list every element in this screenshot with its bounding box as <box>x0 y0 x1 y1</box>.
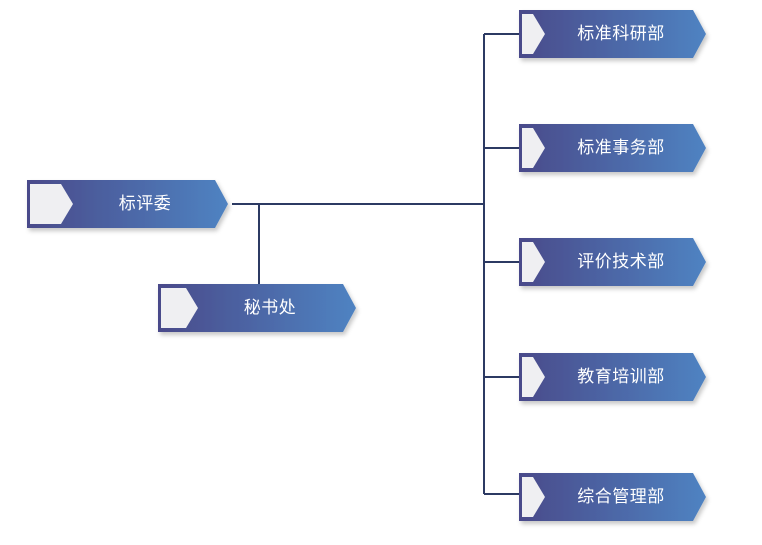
node-shape <box>519 238 706 286</box>
node-label: 教育培训部 <box>577 367 665 387</box>
node-label: 标准科研部 <box>577 24 665 44</box>
node-department-evaluation: 评价技术部 <box>519 238 707 286</box>
node-shape <box>27 180 228 228</box>
node-shape <box>519 10 706 58</box>
node-label: 标准事务部 <box>577 138 665 158</box>
node-label: 标评委 <box>118 194 172 214</box>
node-root-committee: 标评委 <box>27 180 230 228</box>
node-shape <box>519 473 706 521</box>
node-shape <box>519 353 706 401</box>
node-department-training: 教育培训部 <box>519 353 707 401</box>
node-label: 综合管理部 <box>577 487 665 507</box>
node-department-management: 综合管理部 <box>519 473 707 521</box>
node-secretariat: 秘书处 <box>158 284 358 332</box>
node-department-affairs: 标准事务部 <box>519 124 707 172</box>
node-shape <box>519 124 706 172</box>
node-label: 评价技术部 <box>577 252 665 272</box>
node-shape <box>158 284 356 332</box>
node-label: 秘书处 <box>243 298 297 318</box>
node-department-research: 标准科研部 <box>519 10 707 58</box>
